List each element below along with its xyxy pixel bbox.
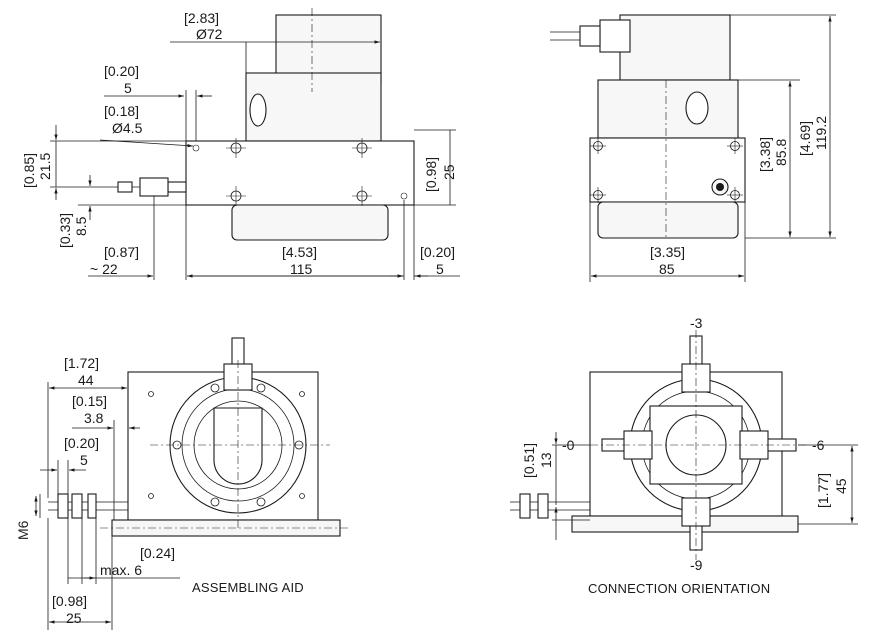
mounting-plate: [185, 140, 415, 206]
dim-44-mm: 44: [78, 372, 94, 388]
bottom-cover: [597, 201, 739, 239]
caption-assembling-aid: ASSEMBLING AID: [192, 580, 304, 595]
dim-85-in: [3.35]: [650, 244, 685, 260]
connection-orientation-labels: -3 -0 -6 -9 [0.51] 13 [1.77] 45 CONNECTI…: [521, 315, 849, 596]
connection-orientation-view: [510, 330, 858, 560]
dim-119-mm: 119.2: [813, 116, 829, 150]
front-view-labels: [2.83] Ø72 [0.20] 5 [0.18] Ø4.5 [0.85] 2…: [21, 10, 457, 277]
dim-13-mm: 13: [538, 452, 554, 468]
dim-119-in: [4.69]: [797, 121, 813, 156]
base-rail: [111, 519, 341, 537]
dim-m6: M6: [15, 520, 31, 540]
dim-25-in: [0.98]: [423, 157, 439, 192]
dim-21-mm: 21.5: [37, 153, 53, 180]
orientation-left: -0: [562, 437, 575, 453]
dim-6-in: [0.24]: [140, 545, 175, 561]
dim-8-mm: 8.5: [73, 216, 89, 236]
assembling-aid-labels: [1.72] 44 [0.15] 3.8 [0.20] 5 M6 [0.24] …: [15, 355, 304, 626]
dim-5b-mm: 5: [436, 261, 444, 277]
dim-5-mm-b: 5: [80, 452, 88, 468]
dim-13-in: [0.51]: [521, 443, 537, 478]
wire-outlet: [167, 181, 187, 193]
dim-44-in: [1.72]: [64, 355, 99, 371]
dim-85-8-mm: 85.8: [773, 139, 789, 166]
front-view: [50, 8, 460, 280]
mounting-holes: [590, 138, 743, 203]
dim-8-in: [0.33]: [57, 213, 73, 248]
dim-5-in: [0.20]: [104, 63, 139, 79]
dim-5b-in: [0.20]: [420, 244, 455, 260]
wire-clamp: [139, 177, 169, 197]
cable-gland: [599, 19, 631, 53]
dim-72-mm: Ø72: [196, 26, 223, 42]
dim-3-8-mm: 3.8: [84, 410, 104, 426]
drum-housing: [245, 72, 382, 142]
dim-25-mm: 25: [441, 164, 457, 180]
encoder-housing: [619, 14, 731, 81]
dim-hole-in: [0.18]: [104, 103, 139, 119]
caption-connection-orientation: CONNECTION ORIENTATION: [588, 581, 770, 596]
dim-hole-mm: Ø4.5: [112, 120, 143, 136]
dim-115-mm: 115: [290, 261, 313, 277]
dim-21-in: [0.85]: [21, 153, 37, 188]
dim-3-8-in: [0.15]: [72, 393, 107, 409]
flange-holes: [148, 383, 305, 507]
dim-45-in: [1.77]: [815, 473, 831, 508]
dim-85-mm: 85: [659, 261, 675, 277]
dim-5-mm: 5: [124, 80, 132, 96]
side-view: [550, 14, 836, 282]
dim-25-in-b: [0.98]: [52, 593, 87, 609]
side-port: [249, 93, 267, 127]
dim-115-in: [4.53]: [282, 244, 317, 260]
dim-85-8-in: [3.38]: [757, 137, 773, 172]
side-view-labels: [3.38] 85.8 [4.69] 119.2 [3.35] 85: [650, 116, 829, 277]
assembling-aid-view: [34, 337, 350, 630]
orientation-right: -6: [812, 437, 825, 453]
dim-22-in: [0.87]: [104, 244, 139, 260]
side-port: [685, 91, 709, 125]
dim-45-mm: 45: [833, 478, 849, 494]
drum-housing: [597, 79, 739, 139]
dim-25-mm-b: 25: [66, 610, 82, 626]
dim-6-mm: max. 6: [100, 562, 142, 578]
dim-22-mm: ~ 22: [90, 261, 118, 277]
mounting-holes: [192, 138, 408, 206]
dim-5-in-b: [0.20]: [64, 435, 99, 451]
orientation-bottom: -9: [690, 557, 703, 573]
bottom-cover: [231, 204, 389, 241]
orientation-top: -3: [690, 315, 703, 331]
dim-72-in: [2.83]: [184, 10, 219, 26]
